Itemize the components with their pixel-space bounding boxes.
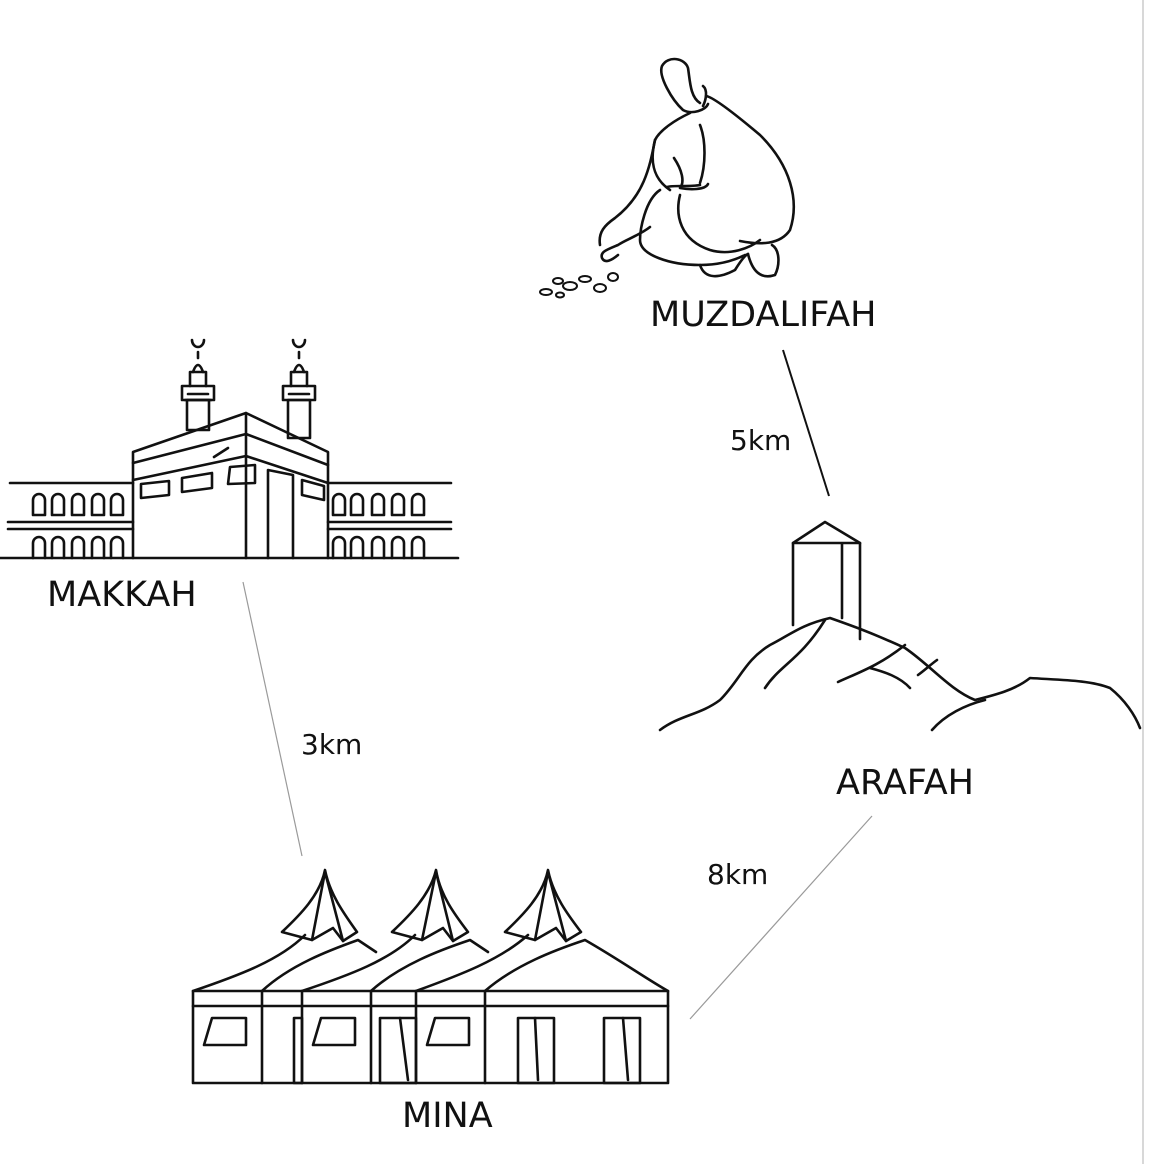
route-line-muzdalifah-arafah (782, 349, 830, 497)
tent-city-icon (191, 868, 670, 1085)
distance-label-mina-arafah: 8km (707, 858, 769, 891)
route-line-mina-arafah (689, 815, 873, 1020)
page-edge-divider (1142, 0, 1144, 1164)
kaaba-mosque-icon (0, 338, 460, 560)
distance-label-muzdalifah-arafah: 5km (730, 424, 792, 457)
place-label-muzdalifah: MUZDALIFAH (650, 295, 877, 335)
place-label-mina: MINA (402, 1096, 493, 1136)
pilgrim-collecting-pebbles-icon (539, 57, 796, 299)
place-label-arafah: ARAFAH (836, 763, 974, 803)
mount-arafat-icon (658, 520, 1142, 732)
route-line-makkah-mina (242, 581, 303, 857)
distance-label-makkah-mina: 3km (301, 728, 363, 761)
place-label-makkah: MAKKAH (47, 575, 197, 615)
